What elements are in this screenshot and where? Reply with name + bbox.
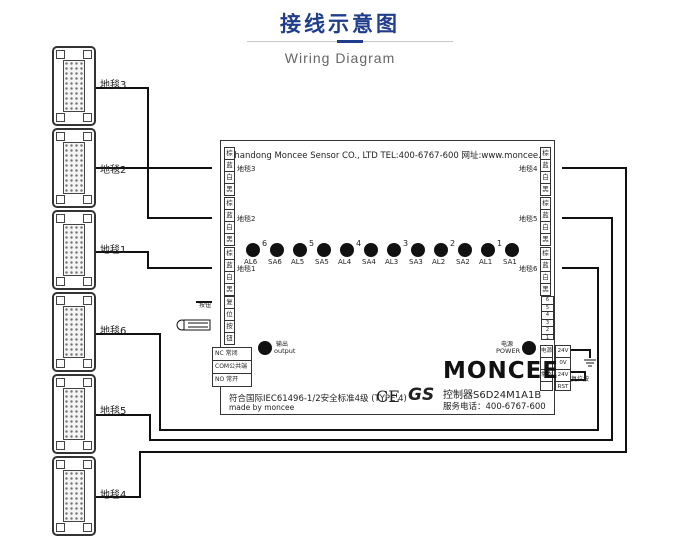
terminal-mat6: 棕蓝白黑 (540, 247, 551, 296)
terminal-mat5: 棕蓝白黑 (540, 197, 551, 246)
title-divider-accent (337, 40, 363, 43)
brand-logo: MONCEE (443, 358, 559, 384)
model-text: 控制器S6D24M1A1B (443, 390, 542, 401)
terminal-mat4: 棕蓝白黑 (540, 147, 551, 196)
zone-number-1: 1 (497, 239, 503, 248)
led-al3 (387, 243, 401, 257)
title-divider-right (363, 41, 453, 42)
wire-mat6 (96, 267, 599, 431)
wire-rst (569, 371, 586, 381)
made-by-text: made by moncee (229, 403, 295, 412)
led-label-sa5: SA5 (315, 258, 329, 266)
output-label-cn: 输出 (276, 341, 289, 348)
terminal-mat3: 棕蓝白黑 (224, 147, 235, 196)
led-power (522, 341, 536, 355)
led-al2 (434, 243, 448, 257)
mat-label-4: 地毯4 (100, 490, 127, 501)
led-al1 (481, 243, 495, 257)
floor-mat-4 (52, 456, 96, 536)
led-label-al4: AL4 (338, 258, 352, 266)
terminal-label-left-3: 地毯1 (237, 265, 256, 273)
mat-label-2: 地毯2 (100, 165, 127, 176)
wire-mat4 (96, 167, 627, 498)
terminal-reset: 复位按钮 (224, 296, 235, 345)
output-label-en: output (274, 347, 296, 355)
mat-label-5: 地毯5 (100, 406, 127, 417)
floor-mat-1 (52, 210, 96, 290)
wire-mat1 (96, 251, 212, 269)
led-sa5 (317, 243, 331, 257)
led-al5 (293, 243, 307, 257)
led-label-al5: AL5 (291, 258, 305, 266)
led-label-sa4: SA4 (362, 258, 376, 266)
diagram-subtitle: Wiring Diagram (284, 50, 396, 66)
relay-nc: NC 常闭 (213, 348, 251, 361)
terminal-label-right-1: 地毯4 (519, 165, 538, 173)
cert-text: 符合国际IEC61496-1/2安全标准4级 (TYPE 4) (229, 394, 407, 404)
mat-label-3: 地毯3 (100, 80, 127, 91)
terminal-power-labels: 电源常态 (540, 345, 553, 391)
relay-terminal: NC 常闭 COM公共端 NO 常开 (212, 347, 252, 387)
led-label-sa3: SA3 (409, 258, 423, 266)
panel-header: Shandong Moncee Sensor CO., LTD TEL:400-… (229, 151, 551, 161)
wire-mat3 (96, 87, 212, 169)
led-label-sa6: SA6 (268, 258, 282, 266)
led-sa6 (270, 243, 284, 257)
led-output (258, 341, 272, 355)
zone-number-2: 2 (450, 239, 456, 248)
floor-mat-5 (52, 374, 96, 454)
title-divider-left (247, 41, 337, 42)
reset-button-label: 按钮 (199, 302, 212, 309)
zone-number-3: 3 (403, 239, 409, 248)
led-sa1 (505, 243, 519, 257)
relay-no: NO 常开 (215, 376, 239, 383)
ce-mark: CE (376, 387, 400, 406)
mat-label-6: 地毯6 (100, 326, 127, 337)
reset-button-icon (176, 319, 211, 331)
led-label-sa2: SA2 (456, 258, 470, 266)
zone-number-4: 4 (356, 239, 362, 248)
led-sa4 (364, 243, 378, 257)
terminal-mat2: 棕蓝白黑 (224, 197, 235, 246)
terminal-label-left-2: 地毯2 (237, 215, 256, 223)
controller-panel (220, 140, 555, 415)
wire-power (569, 349, 591, 358)
led-al6 (246, 243, 260, 257)
terminal-mat1: 棕蓝白黑 (224, 247, 235, 296)
floor-mat-6 (52, 292, 96, 372)
led-label-al1: AL1 (479, 258, 493, 266)
wire-mat2 (96, 167, 212, 219)
gs-mark: GS (408, 385, 435, 405)
led-sa3 (411, 243, 425, 257)
floor-mat-2 (52, 128, 96, 208)
reset-side-label: 复位按 (571, 376, 590, 383)
service-phone-text: 服务电话：400-6767-600 (443, 402, 546, 412)
power-label-cn: 电源 (501, 341, 514, 348)
terminal-label-left-1: 地毯3 (237, 165, 256, 173)
led-sa2 (458, 243, 472, 257)
led-label-al2: AL2 (432, 258, 446, 266)
zone-number-5: 5 (309, 239, 315, 248)
diagram-title: 接线示意图 (280, 12, 400, 36)
terminal-label-right-3: 地毯6 (519, 265, 538, 273)
zone-number-6: 6 (262, 239, 268, 248)
mat-label-1: 地毯1 (100, 245, 127, 256)
led-label-sa1: SA1 (503, 258, 517, 266)
floor-mat-3 (52, 46, 96, 126)
power-label-en: POWER (496, 347, 521, 355)
led-label-al3: AL3 (385, 258, 399, 266)
terminal-label-right-2: 地毯5 (519, 215, 538, 223)
wire-mat5 (96, 217, 613, 441)
led-label-al6: AL6 (244, 258, 258, 266)
relay-com: COM公共端 (213, 361, 251, 374)
led-al4 (340, 243, 354, 257)
